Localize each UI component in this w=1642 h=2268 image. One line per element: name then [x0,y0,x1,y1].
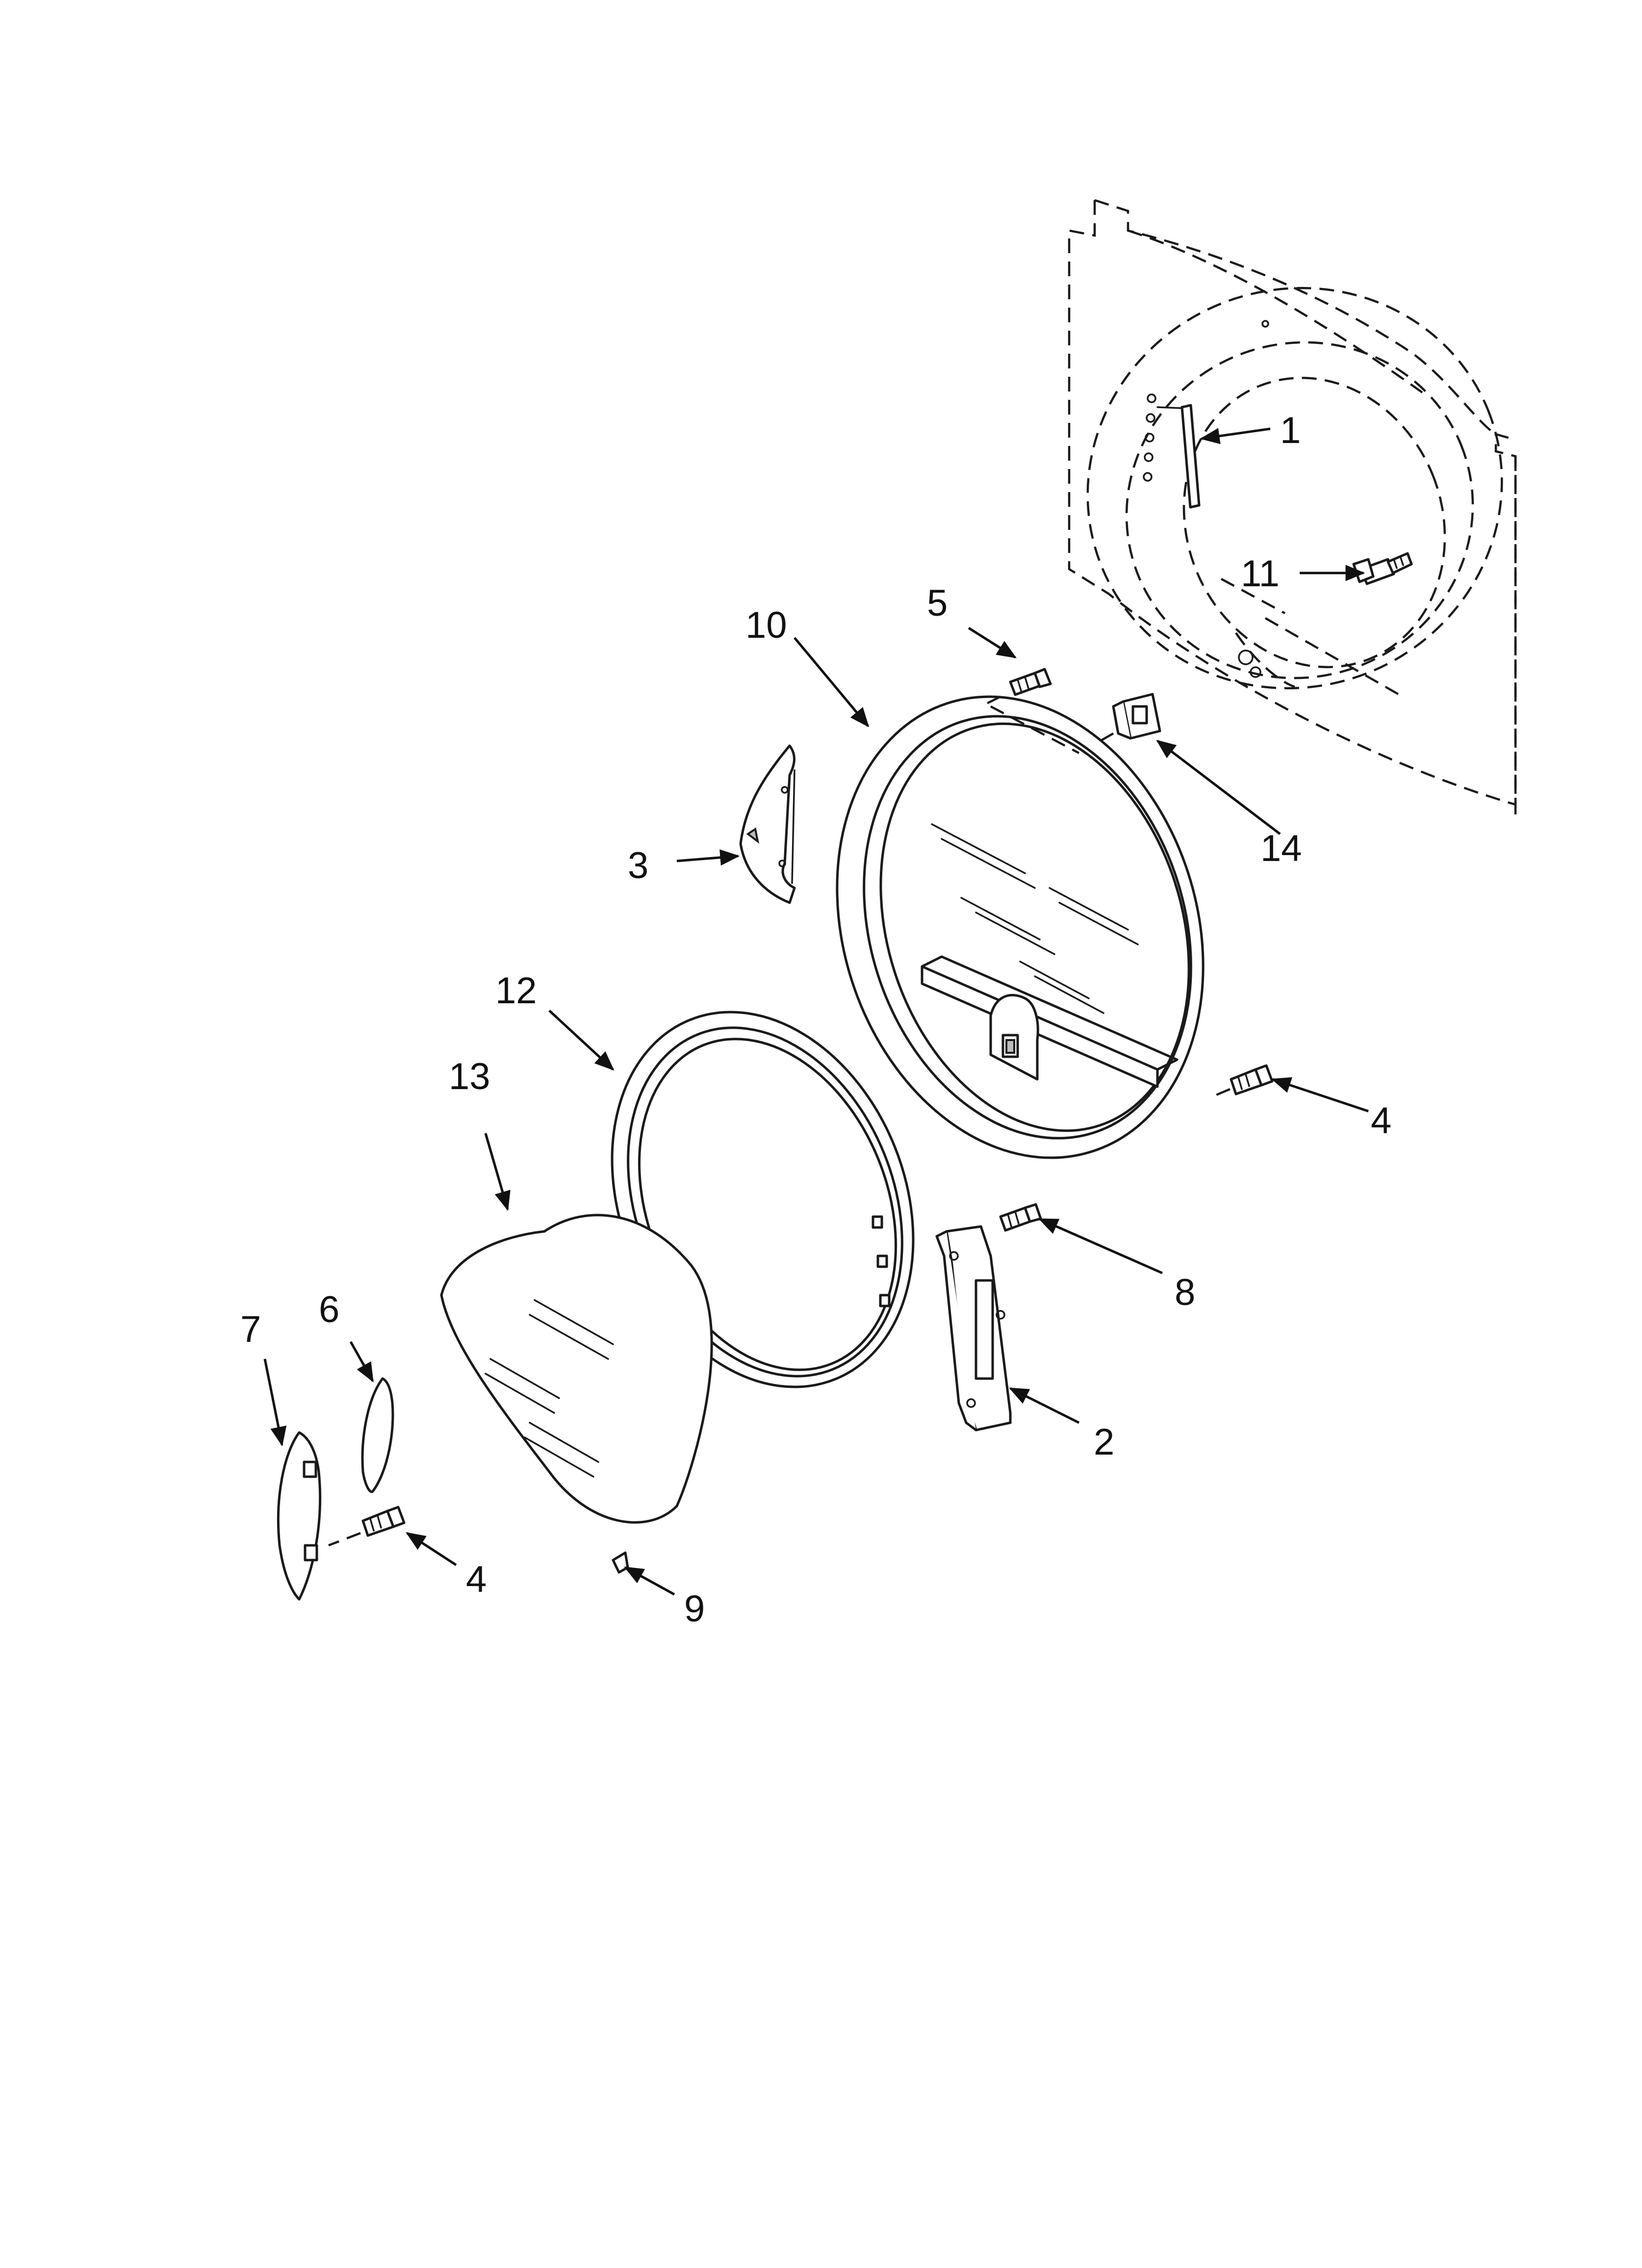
part-3-hinge-cover [739,744,796,904]
cabinet-front-panel [1068,199,1517,814]
callout-4-left: 4 [466,1559,487,1600]
callout-12: 12 [495,970,537,1012]
callout-labels: 1 11 5 10 14 3 12 4 13 8 7 6 2 4 9 [240,410,1391,1630]
callout-10: 10 [745,604,787,646]
callout-4-right: 4 [1371,1100,1391,1142]
callout-11: 11 [1241,553,1280,595]
part-4-screw-right [1211,1064,1274,1098]
part-6-handle-insert [361,1377,394,1493]
callout-2: 2 [1094,1421,1114,1463]
part-9-clip [612,1551,629,1574]
callout-14: 14 [1260,828,1302,869]
callout-3: 3 [628,845,648,886]
callout-13: 13 [449,1056,490,1097]
callout-5: 5 [927,582,948,624]
part-4-screw-left [328,1506,406,1547]
callout-7: 7 [240,1308,261,1350]
callout-arrows [263,427,1369,1596]
part-13-inner-door-glass [440,1214,713,1524]
part-1-strike-strip [1156,404,1201,509]
callout-9: 9 [684,1588,705,1630]
part-7-handle-trim [277,1431,322,1601]
callout-8: 8 [1175,1272,1195,1313]
part-10-outer-door-frame [836,695,1205,1159]
callout-6: 6 [319,1289,339,1330]
callout-1: 1 [1280,410,1301,451]
part-2-door-hinge [935,1225,1012,1432]
part-11-screw [1352,552,1413,585]
part-8-screw [999,1203,1042,1232]
part-5-screw [985,668,1052,705]
